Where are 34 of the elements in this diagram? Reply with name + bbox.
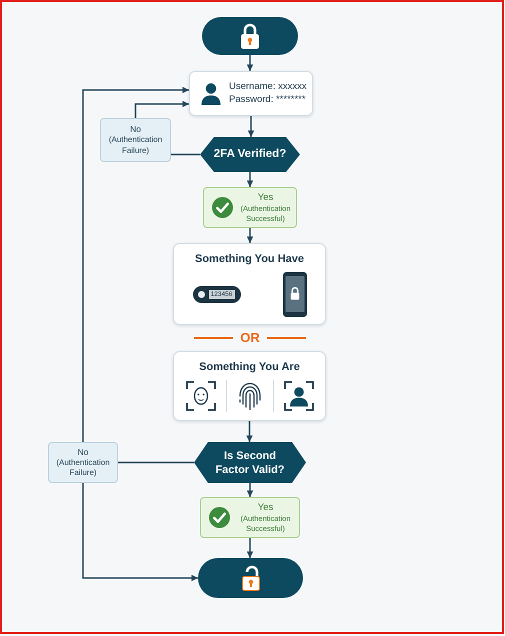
failure-box [100, 118, 171, 162]
arrow [82, 86, 189, 442]
login-card [189, 71, 313, 116]
end-terminal [198, 558, 303, 598]
outcome-detail: (Authentication Failure) [108, 135, 164, 156]
factor-title: Something You Are [199, 360, 300, 374]
outcome-title: No [78, 446, 88, 458]
success-box [203, 187, 297, 228]
outcome-title: Yes [258, 192, 274, 204]
connector-line [171, 154, 200, 156]
or-label: OR [240, 330, 260, 346]
arrow [246, 483, 254, 497]
arrow [82, 483, 198, 582]
outcome-title: Yes [258, 502, 274, 514]
factor-title: Something You Have [194, 252, 304, 266]
arrow [134, 100, 189, 118]
credential-text: Password: ******** [229, 94, 307, 106]
arrow [248, 116, 254, 137]
outcome-title: No [130, 124, 141, 135]
factor-card [173, 351, 326, 421]
start-terminal [202, 17, 298, 55]
failure-box [48, 442, 118, 483]
outcome-detail: (Authentication Failure) [55, 458, 111, 478]
arrow [246, 55, 254, 71]
arrow [246, 421, 253, 442]
connector-line [118, 462, 194, 464]
factor-card [173, 243, 326, 325]
arrow [246, 228, 254, 243]
arrow [246, 172, 254, 187]
decision-label: 2FA Verified? [214, 147, 286, 162]
decision-label: Is Second Factor Valid? [214, 448, 286, 476]
arrow [246, 538, 254, 558]
credential-text: Username: xxxxxx [229, 81, 307, 93]
success-box [200, 497, 300, 538]
